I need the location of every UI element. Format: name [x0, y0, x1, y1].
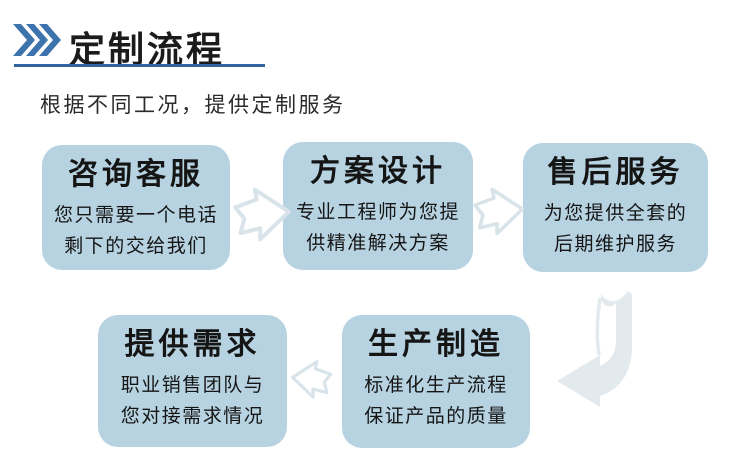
step-card-manufacturing: 生产制造 标准化生产流程 保证产品的质量 [342, 315, 530, 448]
arrow-right-icon [233, 187, 291, 242]
step-desc-line: 为您提供全套的 [543, 203, 688, 224]
step-card-provide-requirements: 提供需求 职业销售团队与 您对接需求情况 [98, 315, 287, 447]
step-desc-line: 职业销售团队与 [120, 375, 265, 396]
step-card-consult: 咨询客服 您只需要一个电话 剩下的交给我们 [42, 145, 230, 270]
step-description: 为您提供全套的 后期维护服务 [523, 198, 708, 260]
step-description: 您只需要一个电话 剩下的交给我们 [42, 200, 230, 262]
arrow-right-icon [473, 187, 525, 236]
step-description: 职业销售团队与 您对接需求情况 [98, 370, 287, 432]
step-desc-line: 您对接需求情况 [120, 406, 265, 427]
step-desc-line: 专业工程师为您提 [295, 202, 460, 223]
chevrons-right-icon [13, 24, 61, 56]
step-title: 售后服务 [547, 156, 684, 189]
step-desc-line: 您只需要一个电话 [53, 205, 218, 226]
step-desc-line: 供精准解决方案 [306, 233, 450, 254]
step-description: 专业工程师为您提 供精准解决方案 [283, 197, 473, 259]
step-title: 方案设计 [310, 155, 446, 188]
title-underline [14, 64, 265, 67]
ribbon-arrow-down-left-icon [557, 291, 632, 407]
step-desc-line: 保证产品的质量 [364, 406, 508, 427]
step-title: 提供需求 [124, 328, 261, 361]
page-subtitle: 根据不同工况，提供定制服务 [40, 94, 346, 117]
step-desc-line: 剩下的交给我们 [64, 236, 208, 257]
step-card-after-sales: 售后服务 为您提供全套的 后期维护服务 [523, 143, 708, 272]
step-desc-line: 后期维护服务 [553, 234, 677, 255]
arrow-left-icon [291, 360, 333, 399]
step-description: 标准化生产流程 保证产品的质量 [342, 370, 530, 432]
step-title: 生产制造 [368, 328, 504, 361]
step-desc-line: 标准化生产流程 [364, 375, 508, 396]
page-title: 定制流程 [69, 29, 226, 70]
step-card-solution-design: 方案设计 专业工程师为您提 供精准解决方案 [283, 142, 473, 270]
step-title: 咨询客服 [68, 158, 204, 191]
